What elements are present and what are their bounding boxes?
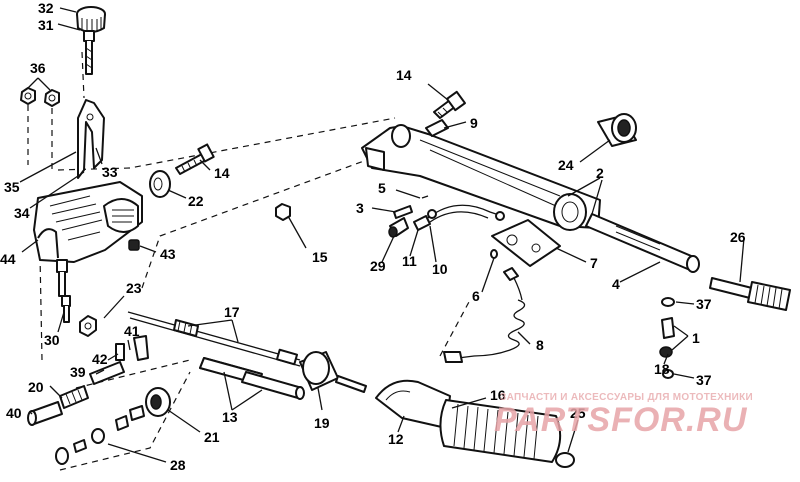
- label-12: 12: [388, 431, 404, 447]
- label-33: 33: [102, 164, 118, 180]
- label-18: 18: [654, 361, 670, 377]
- nut-15: [275, 203, 291, 221]
- label-20: 20: [28, 379, 44, 395]
- cap-25: [555, 452, 575, 468]
- label-28: 28: [170, 457, 186, 473]
- label-30: 30: [44, 332, 60, 348]
- lead-10: [427, 204, 505, 223]
- label-4: 4: [612, 276, 620, 292]
- watermark-brand: PARTSFOR.RU: [494, 401, 748, 439]
- label-44: 44: [0, 251, 16, 267]
- grip-12: [375, 379, 451, 429]
- label-22: 22: [188, 193, 204, 209]
- label-19: 19: [314, 415, 330, 431]
- tiller-arm-bracket: [361, 124, 601, 231]
- fitting-40: [27, 401, 63, 426]
- screw-14-right: [433, 90, 466, 119]
- sleeve-13-lower: [241, 371, 305, 400]
- parts-28-group: [55, 428, 105, 465]
- part-18: [659, 346, 673, 358]
- part-37-top: [661, 297, 675, 307]
- housing-44: [33, 181, 143, 263]
- label-1: 1: [692, 330, 700, 346]
- watermark: ЗАПЧАСТИ И АКСЕССУАРЫ ДЛЯ МОТОТЕХНИКИ PA…: [494, 392, 753, 439]
- watermark-tagline: ЗАПЧАСТИ И АКСЕССУАРЫ ДЛЯ МОТОТЕХНИКИ: [500, 392, 753, 403]
- part-39: [89, 361, 125, 385]
- label-35: 35: [4, 179, 20, 195]
- label-15: 15: [312, 249, 328, 265]
- housing-19: [299, 351, 367, 393]
- nut-36-left: [20, 87, 36, 105]
- label-37-bottom: 37: [696, 372, 712, 388]
- label-37-top: 37: [696, 296, 712, 312]
- label-42: 42: [92, 351, 108, 367]
- label-32: 32: [38, 0, 54, 16]
- screw-3: [393, 205, 413, 219]
- bushing-24: [597, 113, 637, 147]
- label-6: 6: [472, 288, 480, 304]
- label-13: 13: [222, 409, 238, 425]
- label-10: 10: [432, 261, 448, 277]
- label-16: 16: [490, 387, 506, 403]
- label-23: 23: [126, 280, 142, 296]
- part-1: [661, 317, 675, 339]
- label-26: 26: [730, 229, 746, 245]
- connector-11: [413, 215, 431, 231]
- screw-14-left: [175, 143, 215, 175]
- switch-plate-7: [491, 219, 561, 267]
- bushing-21: [115, 387, 171, 431]
- shaft-4: [585, 213, 700, 273]
- fitting-29: [388, 217, 409, 238]
- label-25: 25: [570, 405, 586, 421]
- screw-41: [133, 335, 149, 361]
- label-11: 11: [402, 253, 417, 269]
- lanyard-8: [443, 267, 526, 363]
- label-14-right: 14: [396, 67, 412, 83]
- shaft-31: [83, 30, 95, 75]
- bushing-22: [149, 170, 171, 198]
- label-17: 17: [224, 304, 240, 320]
- label-39: 39: [70, 364, 86, 380]
- label-31: 31: [38, 17, 54, 33]
- label-40: 40: [6, 405, 22, 421]
- knob-32: [76, 6, 106, 33]
- cable-17: [127, 311, 301, 367]
- part-42: [115, 343, 125, 361]
- label-8: 8: [536, 337, 544, 353]
- screw-43: [128, 239, 140, 251]
- bracket-33: [77, 99, 105, 179]
- bolt-30: [56, 259, 71, 323]
- label-5: 5: [378, 180, 386, 196]
- grip-16: [439, 399, 562, 463]
- label-21: 21: [204, 429, 220, 445]
- label-2: 2: [596, 165, 604, 181]
- throttle-26: [709, 277, 791, 311]
- label-24: 24: [558, 157, 574, 173]
- leader-lines: [19, 7, 745, 463]
- label-36: 36: [30, 60, 46, 76]
- pin-5: [421, 195, 429, 199]
- label-7: 7: [590, 255, 598, 271]
- nut-23: [79, 315, 97, 337]
- label-34: 34: [14, 205, 30, 221]
- label-9: 9: [470, 115, 478, 131]
- part-37-bottom: [662, 369, 674, 379]
- label-41: 41: [124, 323, 140, 339]
- clip-9: [425, 119, 449, 137]
- label-14-left: 14: [214, 165, 230, 181]
- label-43: 43: [160, 246, 176, 262]
- nut-36-right: [44, 89, 60, 107]
- part-20: [59, 385, 89, 409]
- spring-6: [490, 249, 498, 259]
- part-labels: 32 31 36 33 35 34 44 22 14 43 14 9 24 2 …: [0, 0, 746, 473]
- label-3: 3: [356, 200, 364, 216]
- label-29: 29: [370, 258, 386, 274]
